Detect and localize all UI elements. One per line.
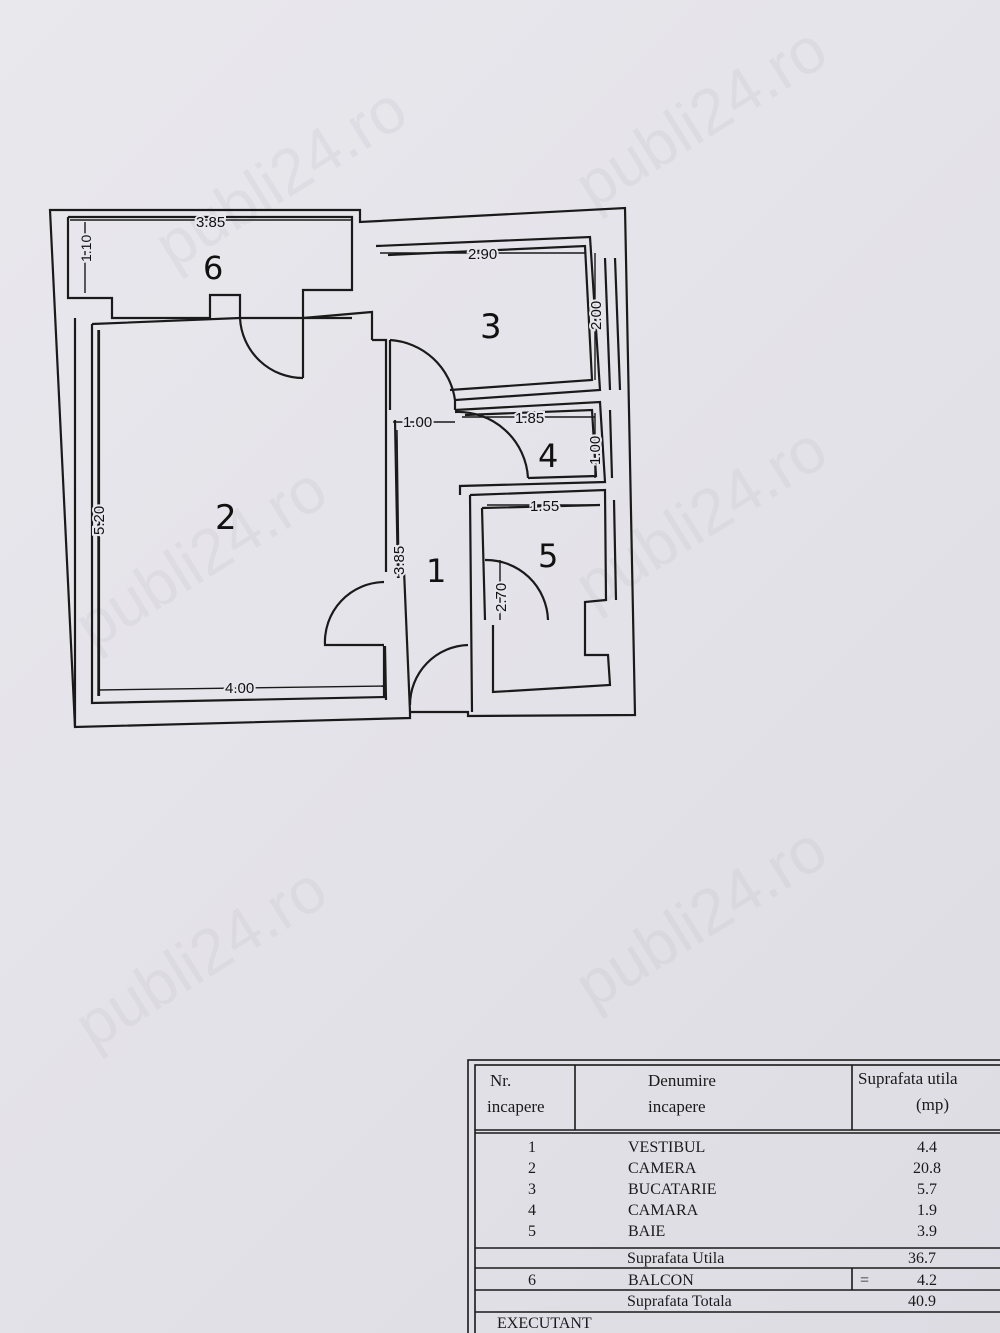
door-pantry (454, 410, 530, 479)
legend-utila-label: Suprafata Utila (627, 1250, 724, 1267)
legend-totala-value: 40.9 (908, 1293, 936, 1310)
room-3-window (613, 257, 622, 391)
legend-header-area: Suprafata utila (858, 1069, 958, 1088)
legend-totala-label: Suprafata Totala (627, 1293, 732, 1310)
legend-row-area: 5.7 (917, 1181, 937, 1198)
room-number-6: 6 (203, 249, 223, 287)
room-number-5: 5 (538, 537, 558, 575)
legend-row-area: 1.9 (917, 1202, 937, 1219)
legend-header-name: Denumire (648, 1071, 716, 1090)
legend-header-area: (mp) (916, 1095, 949, 1114)
dim-pantry-depth: 1.00 (587, 436, 604, 465)
legend-row-name: BUCATARIE (628, 1181, 717, 1198)
room-5-window (612, 499, 618, 601)
hall-wall (372, 338, 412, 713)
legend-row-name: CAMERA (628, 1160, 697, 1177)
legend-row-nr: 3 (528, 1181, 536, 1198)
legend-row-nr: 1 (528, 1139, 536, 1156)
dim-bath-depth: 2.70 (493, 583, 510, 612)
dim-hall-width: 1.00 (403, 414, 432, 431)
legend-balcon-name: BALCON (628, 1272, 694, 1289)
dim-room-depth: 5.20 (91, 506, 108, 535)
dim-hall-length: 3.85 (391, 546, 408, 575)
legend-header-nr: Nr. (490, 1071, 511, 1090)
legend-row-nr: 5 (528, 1223, 536, 1240)
outer-wall (48, 206, 637, 729)
legend-balcon-eq: = (860, 1272, 869, 1289)
room-number-1: 1 (426, 552, 446, 590)
dim-bath-width: 1.55 (530, 498, 559, 515)
legend-row-name: VESTIBUL (628, 1139, 705, 1156)
legend-row-nr: 2 (528, 1160, 536, 1177)
dim-balcony-width: 3.85 (196, 214, 225, 231)
legend-row-name: CAMARA (628, 1202, 699, 1219)
room-4-window (608, 409, 614, 479)
legend-table: Nr. incapere Denumire incapere Suprafata… (467, 1059, 1000, 1333)
dim-room-width: 4.00 (225, 680, 254, 697)
door-balcony (238, 317, 304, 380)
door-bath (484, 558, 550, 621)
room-number-4: 4 (538, 437, 558, 475)
legend-executant: EXECUTANT (497, 1315, 592, 1332)
dim-kitchen-width: 2.90 (468, 246, 497, 263)
legend-header-nr: incapere (487, 1097, 545, 1116)
legend-balcon-nr: 6 (528, 1272, 536, 1289)
legend-row-area: 3.9 (917, 1223, 937, 1240)
legend-row-nr: 4 (528, 1202, 536, 1219)
room-number-2: 2 (215, 498, 237, 538)
room-5-wall (468, 488, 612, 713)
room-4-wall (454, 400, 607, 495)
room-3-wall (375, 235, 602, 410)
door-entrance (408, 643, 469, 706)
dim-kitchen-depth: 2.00 (588, 301, 605, 330)
door-room (323, 580, 385, 647)
room-3-window (603, 257, 612, 391)
balcony-wall (66, 215, 354, 378)
legend-row-area: 20.8 (913, 1160, 941, 1177)
legend-utila-value: 36.7 (908, 1250, 936, 1267)
legend-header-name: incapere (648, 1097, 706, 1116)
legend-row-area: 4.4 (917, 1139, 937, 1156)
dim-pantry-width: 1.85 (515, 410, 544, 427)
legend-balcon-area: 4.2 (917, 1272, 937, 1289)
door-kitchen (389, 338, 457, 401)
dim-balcony-depth: 1.10 (78, 235, 94, 262)
room-number-3: 3 (480, 307, 502, 347)
room-2-wall (73, 310, 386, 727)
legend-row-name: BAIE (628, 1223, 665, 1240)
